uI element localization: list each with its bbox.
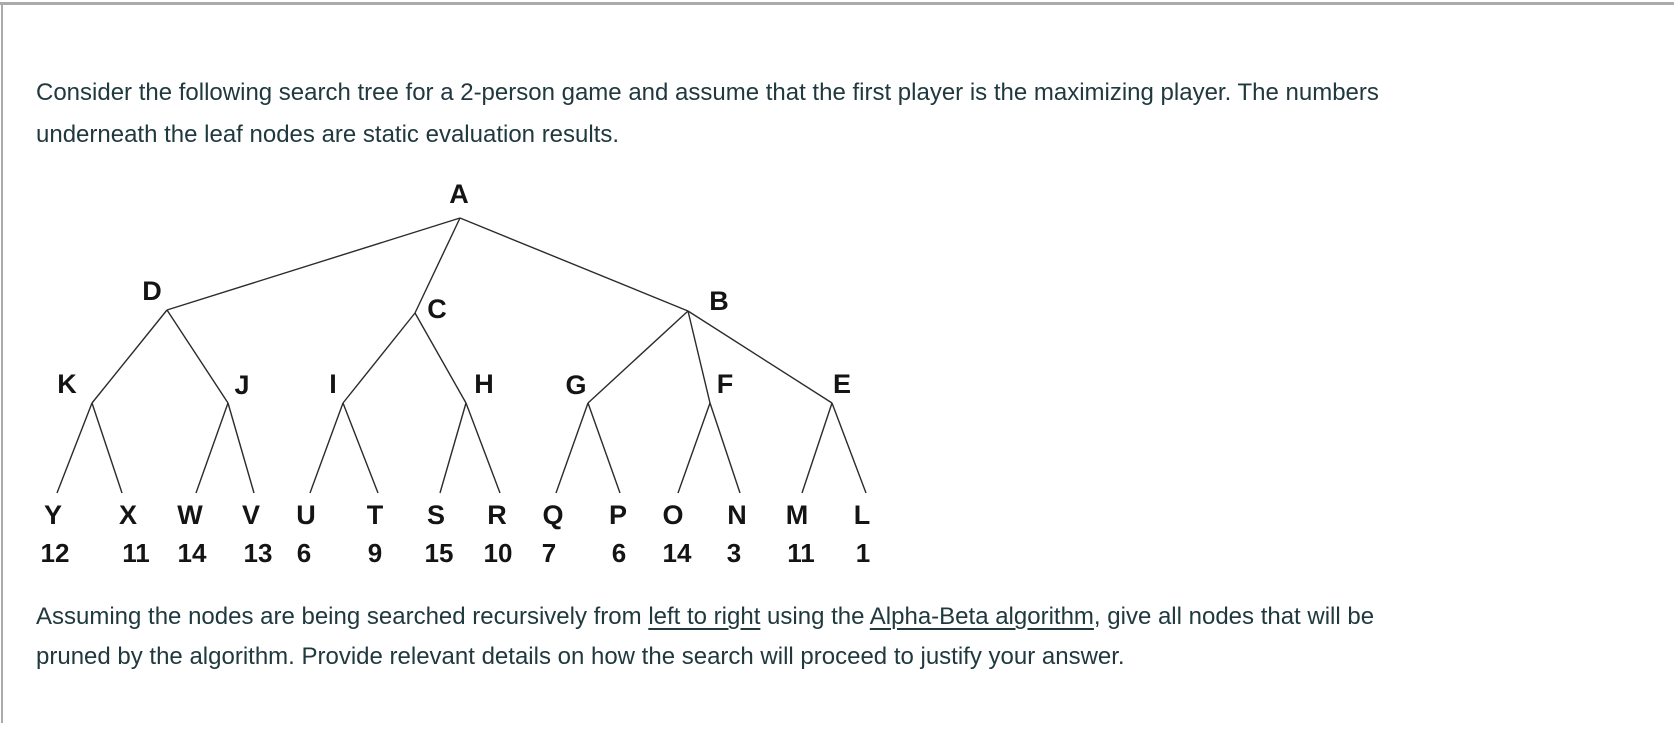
tree-edge-D-J xyxy=(166,309,229,404)
intro-line-2: underneath the leaf nodes are static eva… xyxy=(36,121,620,148)
leaf-node-U: U xyxy=(296,500,316,530)
tree-edge-J-V xyxy=(227,402,255,494)
leaf-value-U: 6 xyxy=(297,538,311,568)
leaf-node-O: O xyxy=(662,500,683,530)
left-border xyxy=(1,5,3,723)
leaf-value-L: 1 xyxy=(856,538,870,568)
tree-edge-A-D xyxy=(166,217,461,311)
leaf-value-V: 13 xyxy=(244,538,273,568)
leaf-value-W: 14 xyxy=(178,538,207,568)
tree-edge-F-N xyxy=(709,402,741,494)
tree-node-J: J xyxy=(234,370,249,400)
leaf-node-Y: Y xyxy=(44,500,62,530)
leaf-node-X: X xyxy=(119,500,137,530)
tree-edge-B-G xyxy=(587,310,689,404)
leaf-value-N: 3 xyxy=(727,538,741,568)
leaf-node-P: P xyxy=(609,500,627,530)
prompt-text: , give all nodes that will be xyxy=(1093,603,1375,630)
prompt-text: using the xyxy=(760,603,870,630)
question-intro: Consider the following search tree for a… xyxy=(36,72,1379,156)
tree-node-I: I xyxy=(329,369,337,399)
top-border xyxy=(0,2,1674,5)
leaf-value-X: 11 xyxy=(122,538,150,568)
tree-node-F: F xyxy=(717,369,734,399)
tree-edge-G-P xyxy=(587,402,621,494)
tree-edge-A-C xyxy=(414,217,461,314)
leaf-node-M: M xyxy=(786,500,809,530)
tree-edge-C-I xyxy=(342,312,416,404)
prompt-line-2: pruned by the algorithm. Provide relevan… xyxy=(36,643,1125,670)
tree-edge-C-H xyxy=(414,312,467,404)
intro-line-1: Consider the following search tree for a… xyxy=(36,79,1379,106)
leaf-value-O: 14 xyxy=(663,538,692,568)
tree-edge-K-Y xyxy=(56,402,93,494)
prompt-line-1: Assuming the nodes are being searched re… xyxy=(36,597,1374,637)
tree-node-D: D xyxy=(142,276,162,306)
tree-edge-I-T xyxy=(342,402,379,494)
tree-node-G: G xyxy=(565,370,586,400)
tree-node-B: B xyxy=(709,286,729,316)
tree-edge-I-U xyxy=(309,402,344,494)
underline-left-to-right: left to right xyxy=(648,603,761,630)
tree-node-K: K xyxy=(57,369,77,399)
leaf-value-Q: 7 xyxy=(542,538,556,568)
tree-edge-H-R xyxy=(465,402,501,494)
leaf-value-R: 10 xyxy=(484,538,513,568)
tree-edge-G-Q xyxy=(555,402,589,494)
tree-edge-D-K xyxy=(91,309,168,404)
tree-edge-J-W xyxy=(195,402,229,494)
leaf-node-S: S xyxy=(427,500,445,530)
question-prompt: Assuming the nodes are being searched re… xyxy=(36,597,1374,677)
leaf-node-T: T xyxy=(367,500,384,530)
tree-node-H: H xyxy=(474,369,494,399)
leaf-node-N: N xyxy=(727,500,747,530)
tree-edge-B-E xyxy=(687,310,833,404)
leaf-node-R: R xyxy=(487,500,507,530)
tree-edge-E-L xyxy=(831,402,867,494)
tree-node-C: C xyxy=(427,294,447,324)
leaf-value-S: 15 xyxy=(425,538,454,568)
tree-edge-F-O xyxy=(677,402,711,494)
leaf-value-P: 6 xyxy=(612,538,626,568)
tree-edge-A-B xyxy=(459,217,689,312)
leaf-node-L: L xyxy=(854,500,871,530)
leaf-node-W: W xyxy=(177,500,203,530)
leaf-value-T: 9 xyxy=(368,538,382,568)
leaf-node-V: V xyxy=(242,500,260,530)
leaf-value-M: 11 xyxy=(787,538,815,568)
tree-edge-B-F xyxy=(687,310,711,404)
leaf-node-Q: Q xyxy=(542,500,563,530)
tree-edge-H-S xyxy=(439,402,467,494)
underline-alpha-beta: Alpha-Beta algorithm xyxy=(869,603,1094,630)
prompt-text: Assuming the nodes are being searched re… xyxy=(36,603,649,630)
leaf-value-Y: 12 xyxy=(41,538,70,568)
tree-edge-E-M xyxy=(801,402,833,494)
tree-node-E: E xyxy=(833,369,851,399)
tree-edge-K-X xyxy=(91,402,123,494)
tree-node-A: A xyxy=(449,179,469,209)
